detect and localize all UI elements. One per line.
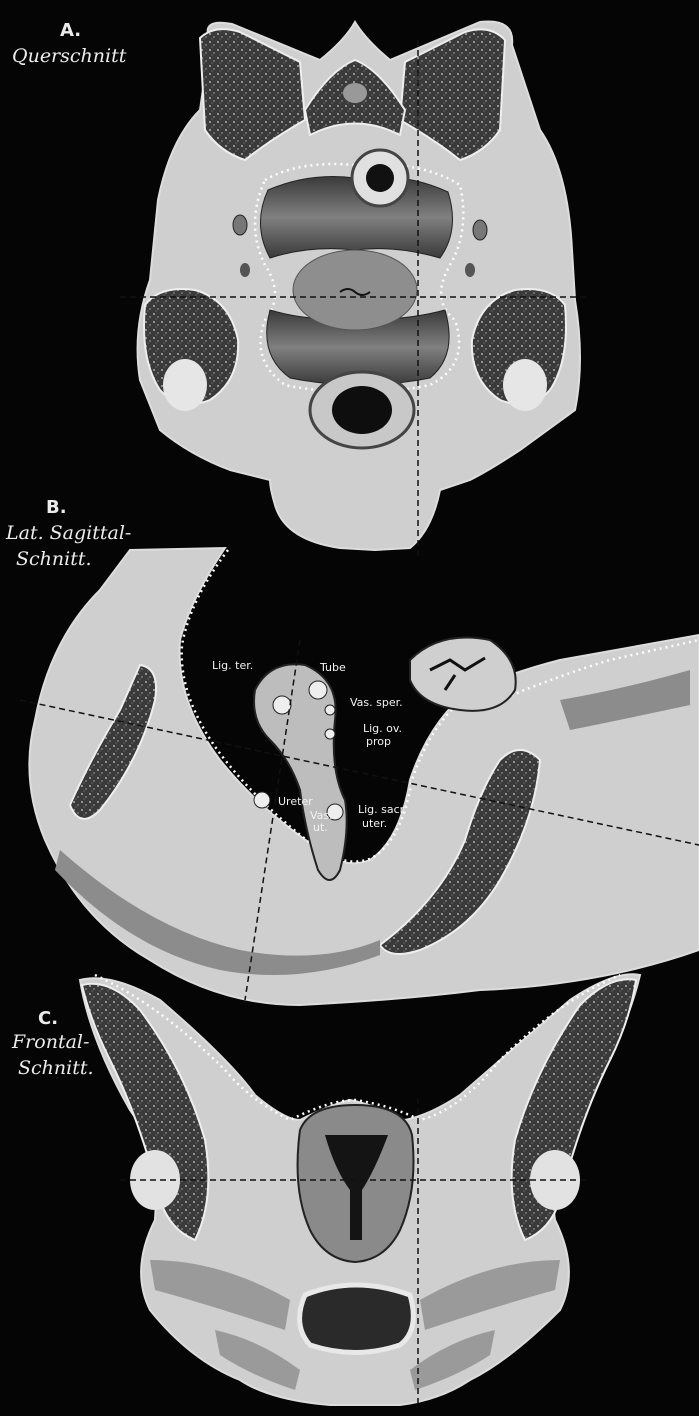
bladder-frontal [300,1285,414,1353]
section-b-title-line2: Schnitt. [16,547,92,571]
sagittal-section-b-outline [29,548,699,1005]
label-vas-ut-2: ut. [313,822,328,834]
section-a-letter: A. [60,20,81,41]
uterus-cross [293,250,417,330]
section-b-title-line1: Lat. Sagittal- [6,521,131,545]
section-b-letter: B. [46,497,67,518]
label-ureter: Ureter [278,796,313,808]
sagittal-section-b [20,548,699,1005]
section-a-title: Querschnitt [12,44,126,68]
ilium-right [512,979,636,1240]
label-tube: Tube [320,662,346,674]
label-lig-ov: Lig. ov. [363,723,402,735]
label-lig-ov-prop: prop [366,736,391,748]
label-lig-sacr-uter: uter. [362,818,387,830]
rectum-sagittal [410,638,516,711]
label-lig-sacr: Lig. sacr. [358,804,407,816]
label-lig-ter: Lig. ter. [212,660,253,672]
section-c-title-line2: Schnitt. [18,1056,94,1080]
section-c-letter: C. [38,1008,58,1029]
label-vas-sper: Vas. sper. [350,697,403,709]
cross-section-a [120,21,588,560]
section-c-title-line1: Frontal- [12,1030,89,1054]
frontal-section-c [80,974,640,1405]
